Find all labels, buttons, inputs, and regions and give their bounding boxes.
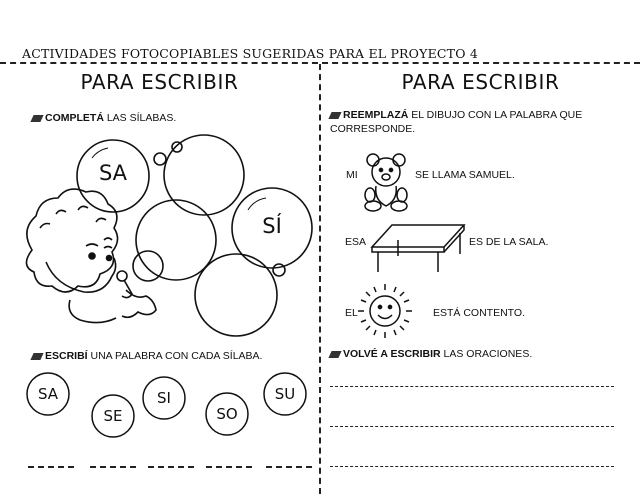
left-panel-title: PARA ESCRIBIR: [80, 70, 239, 94]
table-picture: [370, 224, 466, 272]
sentence-3-start: EL: [345, 307, 358, 319]
right-panel-title: PARA ESCRIBIR: [401, 70, 560, 94]
sentence-2-start: ESA: [345, 236, 367, 248]
bubble-si: [231, 187, 313, 269]
column-divider: [319, 64, 321, 494]
syllable-label: SE: [104, 407, 123, 425]
bubble-label-sa: SA: [99, 161, 128, 185]
header-divider: [0, 62, 640, 64]
teddy-bear-picture: [364, 153, 408, 212]
answer-blank-su[interactable]: [266, 466, 312, 468]
instruction-text: LAS ORACIONES.: [440, 348, 533, 360]
instruction-verb: REEMPLAZÁ: [343, 109, 409, 121]
right-instruction-rewrite: VOLVÉ A ESCRIBIR LAS ORACIONES.: [328, 347, 620, 361]
child-illustration: [25, 188, 157, 324]
bubble-empty-1: [163, 134, 245, 216]
bubble-forming: [132, 250, 164, 282]
instruction-text: EL DIBUJO CON LA PALABRA QUE CORRESPONDE…: [330, 109, 583, 135]
syllable-bubble-su: [263, 372, 307, 416]
syllable-bubble-sa: [26, 372, 70, 416]
sentence-3-end: ESTÁ CONTENTO.: [433, 307, 525, 319]
instruction-verb: ESCRIBÍ: [45, 350, 88, 362]
bubble-label-si: SÍ: [262, 213, 282, 238]
sentence-1-start: MI: [346, 169, 358, 181]
answer-blank-so[interactable]: [206, 466, 252, 468]
worksheet-header: ACTIVIDADES FOTOCOPIABLES SUGERIDAS PARA…: [22, 46, 478, 61]
right-instruction-replace: REEMPLAZÁ EL DIBUJO CON LA PALABRA QUE C…: [328, 108, 620, 136]
syllable-label: SO: [216, 405, 237, 423]
bubble-tiny-3: [272, 263, 286, 277]
bubble-sa: [76, 139, 150, 213]
syllable-bubble-si: [142, 376, 186, 420]
sentence-1-end: SE LLAMA SAMUEL.: [415, 169, 515, 181]
syllable-label: SU: [275, 385, 296, 403]
bubble-tiny-2: [171, 141, 183, 153]
bubble-empty-3: [194, 253, 278, 337]
bubble-empty-2: [135, 199, 217, 281]
syllable-label: SA: [38, 385, 59, 403]
left-instruction-complete: COMPLETÁ LAS SÍLABAS.: [30, 111, 312, 125]
bubble-tiny-1: [153, 152, 167, 166]
sun-picture: [358, 284, 412, 338]
left-instruction-write: ESCRIBÍ UNA PALABRA CON CADA SÍLABA.: [30, 349, 317, 363]
writing-line-3[interactable]: [330, 466, 614, 467]
writing-line-2[interactable]: [330, 426, 614, 427]
syllable-bubble-so: [205, 392, 249, 436]
writing-line-1[interactable]: [330, 386, 614, 387]
answer-blank-sa[interactable]: [28, 466, 74, 468]
syllable-label: SI: [157, 389, 171, 407]
instruction-verb: VOLVÉ A ESCRIBIR: [343, 348, 441, 360]
instruction-text: UNA PALABRA CON CADA SÍLABA.: [87, 350, 263, 362]
answer-blank-si[interactable]: [148, 466, 194, 468]
instruction-verb: COMPLETÁ: [45, 112, 104, 124]
instruction-text: LAS SÍLABAS.: [103, 112, 177, 124]
sentence-2-end: ES DE LA SALA.: [469, 236, 549, 248]
answer-blank-se[interactable]: [90, 466, 136, 468]
syllable-bubble-se: [91, 394, 135, 438]
